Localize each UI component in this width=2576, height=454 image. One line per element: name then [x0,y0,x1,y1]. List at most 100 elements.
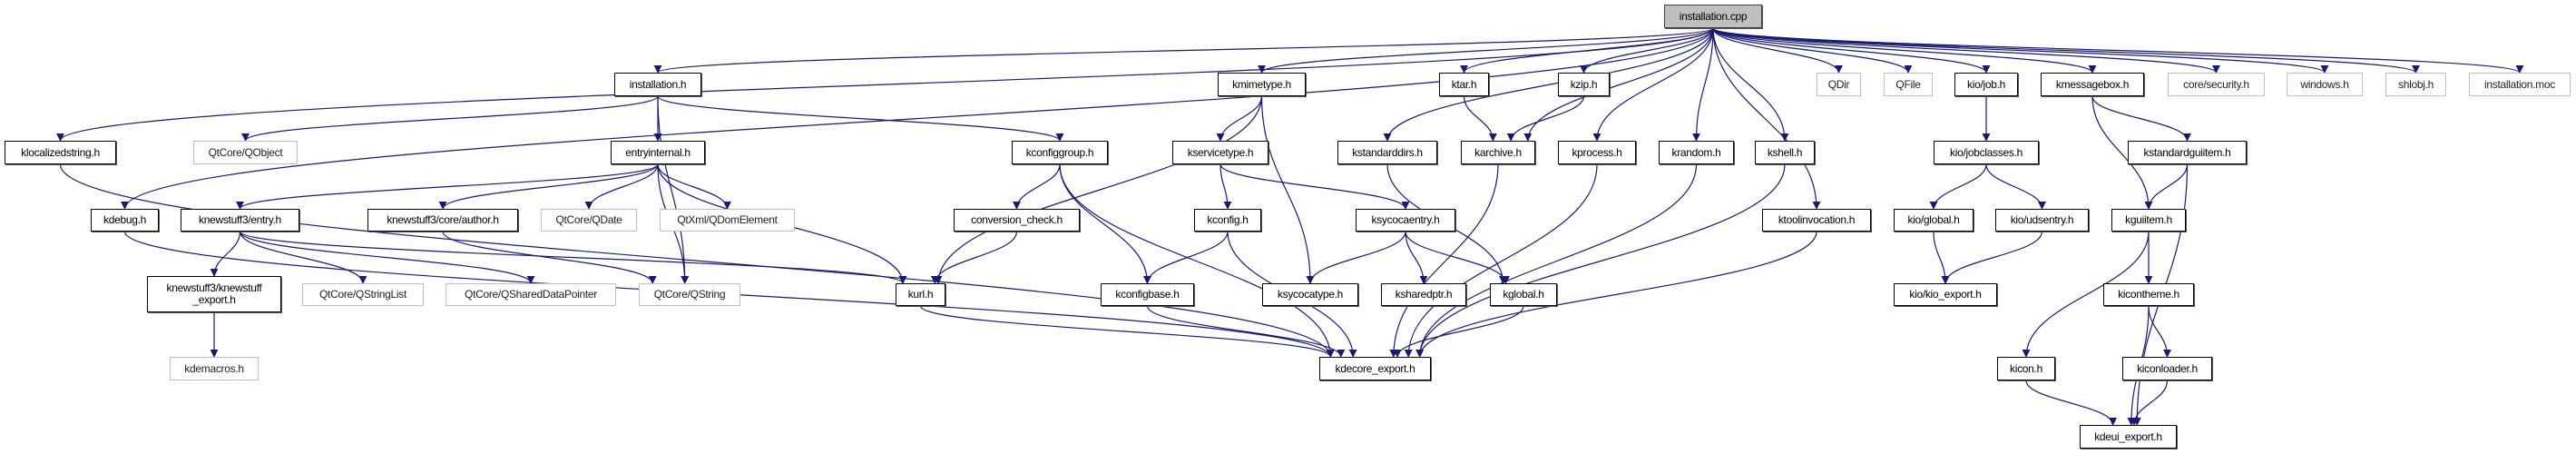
node-qshareddatapointer[interactable]: QtCore/QSharedDataPointer [446,283,616,306]
node-kio-job[interactable]: kio/job.h [1954,73,2018,96]
edge-installation-cpp-to-kmessagebox [1712,27,2097,74]
edge-krandom-to-kdecore-export [1415,163,1698,358]
edge-ktar-to-karchive [1463,95,1497,142]
edge-kservicetype-to-ksycocaentry [1219,163,1410,210]
edge-ktoolinvocation-to-kdecore-export [1415,231,1817,358]
node-kshell[interactable]: kshell.h [1755,141,1815,164]
node-qobject[interactable]: QtCore/QObject [193,141,298,164]
edge-conversion-check-to-kurl [930,231,1018,284]
node-ktoolinvocation[interactable]: ktoolinvocation.h [1762,209,1871,232]
node-qdir[interactable]: QDir [1817,73,1861,96]
node-kmimetype[interactable]: kmimetype.h [1218,73,1306,96]
edge-kio-jobclasses-to-kio-global [1929,163,1987,210]
node-ksycocatype[interactable]: ksycocatype.h [1262,283,1358,306]
node-qdate[interactable]: QtCore/QDate [541,209,637,232]
node-kdemacros[interactable]: kdemacros.h [170,357,259,380]
node-windows[interactable]: windows.h [2287,73,2363,96]
edge-kprocess-to-kdecore-export [1404,163,1598,358]
node-kio-udsentry[interactable]: kio/udsentry.h [1995,209,2089,232]
node-qfile[interactable]: QFile [1884,73,1933,96]
edge-installation-cpp-to-installation-moc [1712,27,2524,74]
edge-entryinternal-to-qdomelement [657,163,731,210]
edge-kconfiggroup-to-kdecore-export [1059,163,1335,358]
node-kdeui-export[interactable]: kdeui_export.h [2080,425,2177,449]
edge-kmessagebox-to-kstandardguiitem [2091,95,2191,142]
node-kstandardguiitem[interactable]: kstandardguiitem.h [2128,141,2247,164]
edge-entryinternal-to-entry [236,163,659,210]
edge-entry-to-qshareddatapointer [239,231,535,284]
node-entry[interactable]: knewstuff3/entry.h [181,209,299,232]
node-kiconloader[interactable]: kiconloader.h [2122,357,2212,380]
edge-kmessagebox-to-kguiitem [2091,95,2153,210]
node-krandom[interactable]: krandom.h [1659,141,1734,164]
edge-installation-cpp-to-installation-h [653,27,1714,74]
node-karchive[interactable]: karchive.h [1461,141,1535,164]
edge-kstandardguiitem-to-kguiitem [2144,163,2189,210]
node-kio-global[interactable]: kio/global.h [1894,209,1974,232]
node-author[interactable]: knewstuff3/core/author.h [367,209,518,232]
edge-installation-cpp-to-kzip [1580,27,1714,74]
edge-kio-global-to-kio-export [1933,231,1950,284]
edge-kiconloader-to-kdeui-export [2130,380,2169,426]
edge-klocalizedstring-to-kdecore-export [59,163,1335,358]
edge-kconfig-to-kconfigbase [1143,231,1229,284]
edge-kio-udsentry-to-kio-export [1941,231,2043,284]
node-kconfig[interactable]: kconfig.h [1194,209,1261,232]
node-kconfiggroup[interactable]: kconfiggroup.h [1012,141,1108,164]
node-ktar[interactable]: ktar.h [1439,73,1489,96]
edge-installation-cpp-to-kstandarddirs [1383,27,1714,142]
edge-installation-cpp-to-krandom [1692,27,1714,142]
node-kdebug[interactable]: kdebug.h [91,209,159,232]
node-kstandarddirs[interactable]: kstandarddirs.h [1337,141,1437,164]
edge-installation-cpp-to-windows [1712,27,2329,74]
edge-kzip-to-karchive [1506,95,1585,142]
edge-kshell-to-kdecore-export [1415,163,1786,358]
node-core-security[interactable]: core/security.h [2168,73,2265,96]
node-ksycocaentry[interactable]: ksycocaentry.h [1356,209,1455,232]
edge-installation-h-to-qstring [657,95,690,284]
node-kglobal[interactable]: kglobal.h [1490,283,1557,306]
edge-installation-cpp-to-shlobj [1712,27,2420,74]
edge-kicontheme-to-kiconloader [2148,305,2171,358]
edge-kio-jobclasses-to-kio-udsentry [1985,163,2046,210]
node-knewstuff-export[interactable]: knewstuff3/knewstuff _export.h [147,276,281,312]
edge-installation-cpp-to-qdir [1712,27,1843,74]
edge-kconfiggroup-to-conversion-check [1013,163,1061,210]
node-installation-cpp[interactable]: installation.cpp [1664,5,1762,28]
node-kzip[interactable]: kzip.h [1558,73,1610,96]
node-kurl[interactable]: kurl.h [896,283,945,306]
edge-kurl-to-kdecore-export [919,305,1335,358]
node-qstring[interactable]: QtCore/QString [639,283,740,306]
node-shlobj[interactable]: shlobj.h [2385,73,2446,96]
node-installation-moc[interactable]: installation.moc [2469,73,2571,96]
edge-entry-to-qstringlist [239,231,367,284]
node-kicon[interactable]: kicon.h [1997,357,2055,380]
node-qdomelement[interactable]: QtXml/QDomElement [660,209,795,232]
node-kmessagebox[interactable]: kmessagebox.h [2041,73,2144,96]
edge-installation-cpp-to-ktoolinvocation [1712,27,1821,210]
node-conversion-check[interactable]: conversion_check.h [954,209,1080,232]
edge-ksycocaentry-to-ksharedptr [1405,231,1428,284]
node-kconfigbase[interactable]: kconfigbase.h [1101,283,1194,306]
node-qstringlist[interactable]: QtCore/QStringList [302,283,424,306]
edge-installation-cpp-to-qfile [1712,27,1913,74]
node-kio-export[interactable]: kio/kio_export.h [1894,283,1997,306]
node-kicontheme[interactable]: kicontheme.h [2103,283,2194,306]
node-kio-jobclasses[interactable]: kio/jobclasses.h [1934,141,2039,164]
node-klocalizedstring[interactable]: klocalizedstring.h [5,141,116,164]
edge-kguiitem-to-kicon [2022,231,2150,358]
node-ksharedptr[interactable]: ksharedptr.h [1381,283,1466,306]
node-kservicetype[interactable]: kservicetype.h [1172,141,1268,164]
edge-entryinternal-to-author [438,163,659,210]
node-installation-h[interactable]: installation.h [614,73,701,96]
node-kguiitem[interactable]: kguiitem.h [2111,209,2186,232]
edge-installation-cpp-to-karchive [1523,27,1714,142]
edge-installation-h-to-qobject [241,95,659,142]
edge-installation-cpp-to-kprocess [1592,27,1714,142]
node-entryinternal[interactable]: entryinternal.h [611,141,705,164]
node-kprocess[interactable]: kprocess.h [1558,141,1636,164]
edge-karchive-to-kdecore-export [1389,163,1499,358]
node-kdecore-export[interactable]: kdecore_export.h [1319,357,1431,380]
edge-installation-cpp-to-core-security [1712,27,2220,74]
